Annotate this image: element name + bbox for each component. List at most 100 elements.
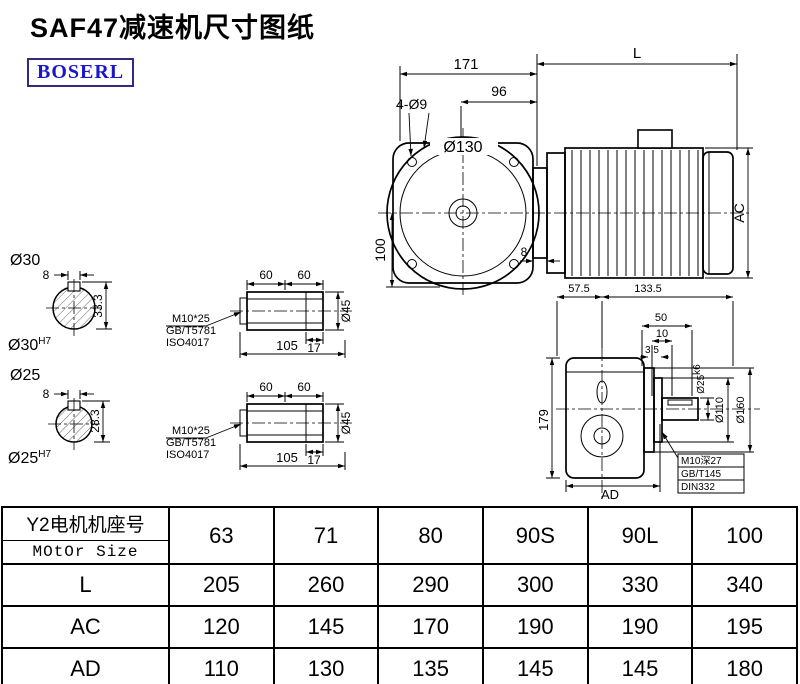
dim-17: 17 — [307, 341, 321, 355]
shaft-key — [667, 399, 693, 406]
dim-value: 340 — [691, 563, 798, 607]
shaft-detail-top: 60 60 17 105 Ø45 M10*25 GB/T5781 ISO4017 — [166, 268, 353, 358]
shaft-dia: Ø25 — [696, 374, 707, 393]
fan-cover — [702, 151, 734, 275]
bore-label-d30h7: Ø30H7 — [8, 336, 51, 354]
thread-note-3: ISO4017 — [166, 337, 209, 349]
table-row-AD: AD 110 130 135 145 145 180 — [1, 647, 798, 684]
hole-callout-4xd9: 4-Ø9 — [396, 96, 427, 112]
tap-note-1: M10深27 — [681, 455, 722, 467]
dim-d130: Ø130 — [443, 139, 482, 156]
section-label-d25: Ø25 — [10, 367, 40, 384]
motor-size-value: 63 — [168, 506, 275, 565]
table-header-row: Y2电机机座号 MOtOr Size 63 71 80 90S 90L 100 — [1, 506, 798, 565]
dim-value: 130 — [272, 647, 380, 684]
shaft-section-d25: Ø25 8 28.3 Ø25H7 — [8, 367, 110, 467]
dim-keyway-depth: 28.3 — [88, 409, 102, 433]
dim-L: L — [633, 45, 641, 62]
motor-frame-label-en: MOtOr Size — [32, 543, 139, 561]
bolt-hole — [407, 259, 417, 269]
section-label-d30: Ø30 — [10, 252, 40, 269]
dim-value: 205 — [168, 563, 275, 607]
dim-value: 120 — [168, 605, 275, 649]
front-view: 171 L 96 4-Ø9 Ø130 100 AC 8 — [372, 45, 753, 298]
dim-179: 179 — [536, 409, 551, 431]
terminal-box — [637, 129, 673, 149]
shaft-dimensions — [166, 392, 346, 470]
dim-shaft-d25k6: Ø25k6 — [692, 364, 707, 394]
page-title: SAF47减速机尺寸图纸 — [30, 13, 316, 43]
motor-size-value: 71 — [272, 506, 380, 565]
dim-d45: Ø45 — [339, 299, 353, 322]
bore-dia: Ø30 — [8, 337, 38, 354]
gearbox-flange-circle — [386, 136, 540, 290]
tap-note-box — [677, 453, 745, 494]
dim-17: 17 — [307, 453, 321, 467]
shaft-detail-bottom: 60 60 17 105 Ø45 M10*25 GB/T5781 ISO4017 — [166, 380, 353, 470]
dim-value: 260 — [272, 563, 380, 607]
bolt-hole — [509, 157, 519, 167]
shaft-geometry — [239, 403, 324, 443]
motor-size-value: 90L — [586, 506, 694, 565]
tap-note-2: GB/T145 — [681, 469, 721, 480]
dim-100: 100 — [372, 238, 388, 262]
input-shaft-circle — [448, 198, 478, 228]
table-row-AC: AC 120 145 170 190 190 195 — [1, 605, 798, 649]
brand-text: BOSERL — [37, 61, 125, 83]
dim-d45: Ø45 — [339, 411, 353, 434]
motor-fins — [571, 150, 699, 276]
section-d30-dimensions — [54, 271, 112, 330]
thread-note-2: GB/T5781 — [166, 325, 216, 337]
dim-value: 290 — [377, 563, 484, 607]
dim-57-5: 57.5 — [568, 283, 589, 295]
row-label: L — [1, 563, 170, 607]
dim-133-5: 133.5 — [634, 283, 662, 295]
dim-d160: Ø160 — [735, 397, 747, 424]
dim-60: 60 — [297, 380, 311, 394]
dim-60: 60 — [259, 380, 273, 394]
dim-value: 110 — [168, 647, 275, 684]
dim-keyway-width: 8 — [43, 268, 50, 282]
dim-AC: AC — [731, 203, 747, 222]
dim-value: 195 — [691, 605, 798, 649]
label-backing — [430, 138, 498, 155]
dim-keyway-width: 8 — [43, 387, 50, 401]
bore-label-d25h7: Ø25H7 — [8, 449, 51, 467]
shaft-dimensions — [166, 280, 346, 358]
dim-8-adapter: 8 — [521, 245, 528, 259]
shaft-geometry — [239, 291, 324, 331]
motor-size-table: Y2电机机座号 MOtOr Size 63 71 80 90S 90L 100 … — [1, 506, 798, 684]
dim-10: 10 — [656, 328, 668, 340]
shaft-section-d30: Ø30 8 33.3 Ø30H7 — [8, 252, 112, 354]
side-view: 57.5 133.5 50 10 3.5 179 AD Ø25k6 Ø110 Ø… — [536, 283, 760, 502]
row-label: AD — [1, 647, 170, 684]
output-flange-pilot — [653, 377, 663, 443]
dim-96: 96 — [491, 83, 507, 99]
bolt-hole — [407, 157, 417, 167]
dim-105: 105 — [276, 450, 298, 465]
output-shaft — [661, 397, 699, 421]
motor-size-value: 80 — [377, 506, 484, 565]
side-view-geometry — [565, 357, 699, 479]
thread-note-1: M10*25 — [172, 425, 210, 437]
motor-frame-label-cn: Y2电机机座号 — [3, 508, 168, 541]
dim-keyway-depth: 33.3 — [91, 294, 105, 318]
dim-60: 60 — [259, 268, 273, 282]
dim-value: 170 — [377, 605, 484, 649]
tap-note-3: DIN332 — [681, 482, 715, 493]
thread-note-3: ISO4017 — [166, 449, 209, 461]
motor-size-value: 100 — [691, 506, 798, 565]
header-label-cell: Y2电机机座号 MOtOr Size — [1, 506, 170, 565]
bolt-hole — [509, 259, 519, 269]
dim-value: 180 — [691, 647, 798, 684]
dim-50: 50 — [655, 312, 667, 324]
dim-value: 145 — [272, 605, 380, 649]
bore-tolerance: H7 — [38, 449, 51, 460]
motor-size-value: 90S — [481, 506, 589, 565]
bore-dia: Ø25 — [8, 450, 38, 467]
motor-geometry — [532, 129, 734, 279]
dim-d110: Ø110 — [714, 397, 726, 423]
gearbox-side-body — [565, 357, 645, 479]
dim-value: 145 — [586, 647, 694, 684]
